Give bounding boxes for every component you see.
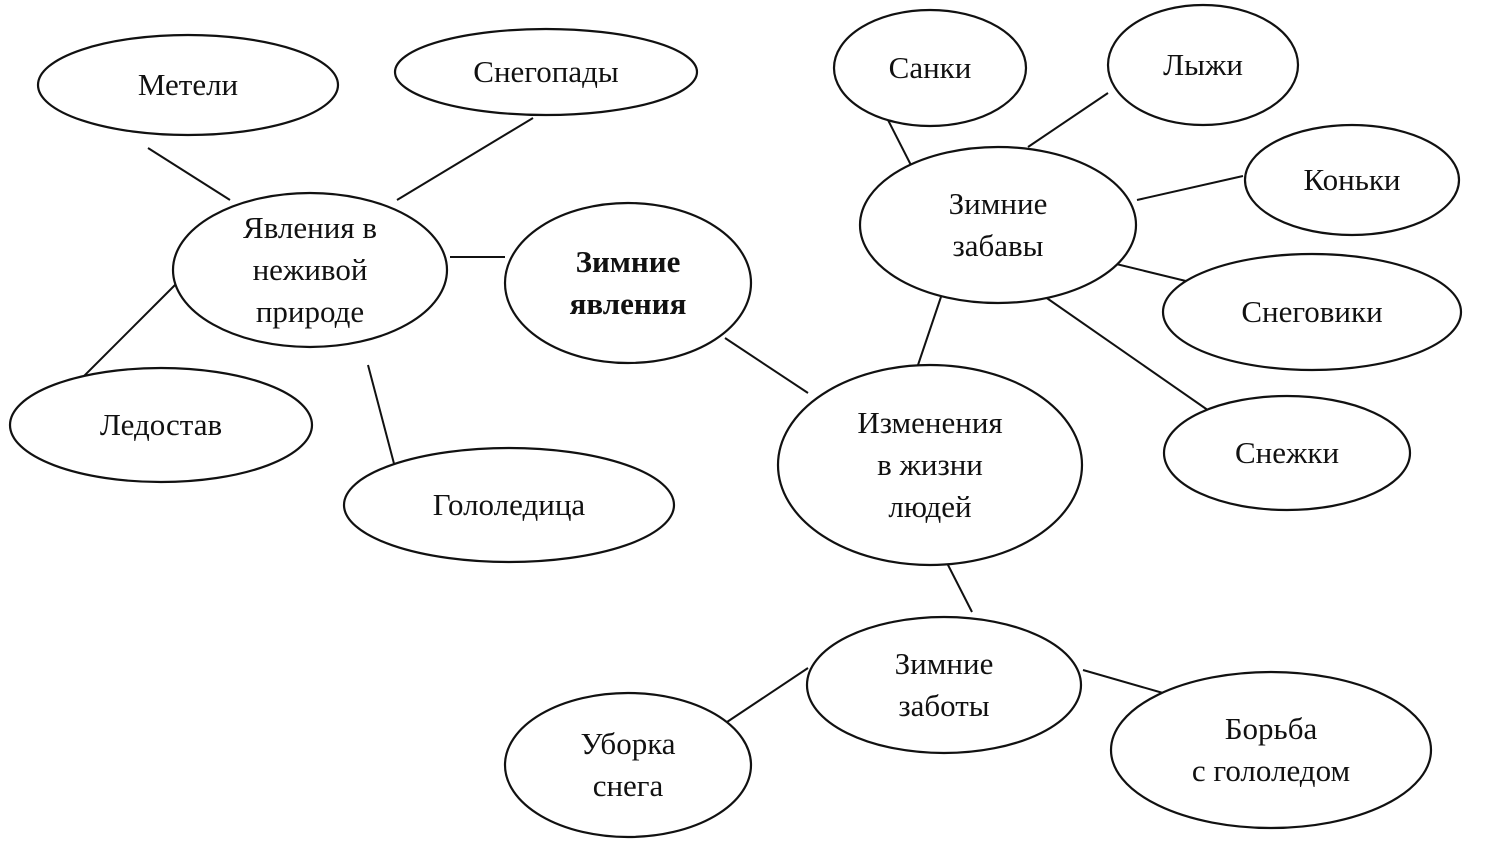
node-ellipse [503, 201, 753, 365]
connector-line [147, 147, 231, 201]
node-gololeditsa: Гололедица [342, 446, 676, 564]
node-borba: Борьба с гололедом [1109, 670, 1433, 830]
node-label: Снегопады [473, 54, 619, 89]
node-label: природе [256, 294, 364, 329]
node-ellipse [1161, 252, 1463, 372]
connector-line [1107, 261, 1191, 283]
connector-line [917, 284, 946, 366]
node-ellipse [1106, 3, 1300, 127]
node-label: Зимние [895, 646, 994, 681]
node-label: Снеговики [1241, 294, 1382, 329]
node-lyzhi: Лыжи [1106, 3, 1300, 127]
connector-line [1027, 92, 1109, 148]
node-zimnie-zaboty: Зимние заботы [805, 615, 1083, 755]
node-yavleniya-nezhivoy: Явления в неживой природе [171, 191, 449, 349]
node-label: Коньки [1303, 162, 1400, 197]
connector-line [396, 117, 534, 201]
connector-line [724, 337, 809, 394]
node-label: заботы [898, 688, 989, 723]
node-ellipse [1109, 670, 1433, 830]
node-label: Изменения [857, 405, 1002, 440]
node-label: Гололедица [433, 487, 586, 522]
node-ellipse [503, 691, 753, 839]
node-label: неживой [253, 252, 368, 287]
node-ledostav: Ледостав [8, 366, 314, 484]
node-label: Борьба [1225, 711, 1318, 746]
node-label: забавы [952, 228, 1043, 263]
node-ellipse [776, 363, 1084, 567]
node-label: Метели [138, 67, 238, 102]
connector-line [367, 364, 398, 476]
node-konki: Коньки [1243, 123, 1461, 237]
node-snezhki: Снежки [1162, 394, 1412, 512]
node-label: Уборка [580, 726, 675, 761]
node-sanki: Санки [832, 8, 1028, 128]
node-label: в жизни [877, 447, 983, 482]
node-label: Явления в [243, 210, 377, 245]
node-ellipse [342, 446, 676, 564]
node-zimnie-yavleniya: Зимние явления [503, 201, 753, 365]
node-ellipse [393, 27, 699, 117]
node-label: Санки [889, 50, 972, 85]
node-label: снега [593, 768, 664, 803]
node-ellipse [8, 366, 314, 484]
node-snegoviki: Снеговики [1161, 252, 1463, 372]
node-label: людей [888, 489, 971, 524]
node-ellipse [36, 33, 340, 137]
connector-line [1082, 669, 1164, 694]
node-ellipse [805, 615, 1083, 755]
node-label: Снежки [1235, 435, 1339, 470]
connector-line [1027, 284, 1213, 414]
node-label: явления [570, 286, 687, 321]
node-label: Зимние [576, 244, 681, 279]
node-meteli: Метели [36, 33, 340, 137]
connector-line [946, 562, 973, 613]
node-label: Лыжи [1163, 47, 1243, 82]
node-label: с гололедом [1192, 753, 1350, 788]
node-ellipse [832, 8, 1028, 128]
node-ellipse [1243, 123, 1461, 237]
node-ellipse [1162, 394, 1412, 512]
node-label: Ледостав [100, 407, 222, 442]
node-snegopady: Снегопады [393, 27, 699, 117]
node-izmeneniya: Изменения в жизни людей [776, 363, 1084, 567]
node-ellipse [858, 145, 1138, 305]
node-ellipse [171, 191, 449, 349]
node-label: Зимние [949, 186, 1048, 221]
connector-line [726, 667, 809, 723]
connector-line [1136, 175, 1244, 201]
node-uborka: Уборка снега [503, 691, 753, 839]
node-zimnie-zabavy: Зимние забавы [858, 145, 1138, 305]
